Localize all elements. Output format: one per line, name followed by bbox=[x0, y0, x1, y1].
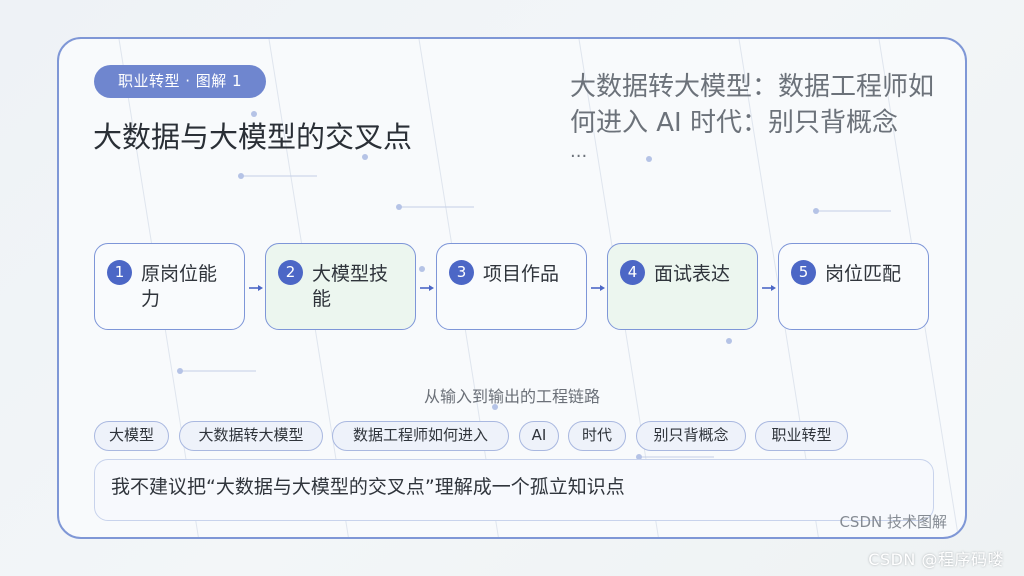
section-badge: 职业转型 · 图解 1 bbox=[94, 65, 266, 98]
step-2: 2 大模型技能 bbox=[265, 243, 416, 330]
step-label: 大模型技能 bbox=[312, 263, 389, 310]
tag-chip[interactable]: 大数据转大模型 bbox=[179, 421, 323, 451]
arrow-right-icon bbox=[420, 285, 434, 291]
step-label: 岗位匹配 bbox=[825, 263, 902, 285]
tag-chip[interactable]: 别只背概念 bbox=[636, 421, 746, 451]
step-label: 面试表达 bbox=[654, 263, 731, 285]
quote-box: 我不建议把“大数据与大模型的交叉点”理解成一个孤立知识点 bbox=[94, 459, 934, 521]
step-number-badge: 5 bbox=[791, 260, 816, 285]
tag-chip[interactable]: AI bbox=[519, 421, 559, 451]
step-label: 原岗位能力 bbox=[141, 263, 218, 310]
tag-chip[interactable]: 大模型 bbox=[94, 421, 169, 451]
step-number-badge: 1 bbox=[107, 260, 132, 285]
tag-chip[interactable]: 时代 bbox=[568, 421, 626, 451]
article-title-text: 大数据转大模型：数据工程师如何进入 AI 时代：别只背概念 bbox=[570, 72, 935, 138]
step-label: 项目作品 bbox=[483, 263, 560, 285]
arrow-right-icon bbox=[762, 285, 776, 291]
step-number-badge: 2 bbox=[278, 260, 303, 285]
step-5: 5 岗位匹配 bbox=[778, 243, 929, 330]
step-number-badge: 3 bbox=[449, 260, 474, 285]
tag-chip[interactable]: 数据工程师如何进入 bbox=[332, 421, 509, 451]
page-title: 大数据与大模型的交叉点 bbox=[93, 120, 413, 154]
step-3: 3 项目作品 bbox=[436, 243, 587, 330]
article-title: 大数据转大模型：数据工程师如何进入 AI 时代：别只背概念 ... bbox=[570, 69, 955, 161]
step-4: 4 面试表达 bbox=[607, 243, 758, 330]
watermark: CSDN @程序码喽 bbox=[868, 550, 1004, 569]
quote-text: 我不建议把“大数据与大模型的交叉点”理解成一个孤立知识点 bbox=[111, 476, 625, 498]
article-title-ellipsis: ... bbox=[570, 141, 588, 162]
step-1: 1 原岗位能力 bbox=[94, 243, 245, 330]
arrow-right-icon bbox=[591, 285, 605, 291]
credit-label: CSDN 技术图解 bbox=[839, 513, 947, 531]
diagram-card: 职业转型 · 图解 1 大数据与大模型的交叉点 大数据转大模型：数据工程师如何进… bbox=[57, 37, 967, 539]
step-number-badge: 4 bbox=[620, 260, 645, 285]
chain-caption: 从输入到输出的工程链路 bbox=[423, 387, 600, 406]
tag-chip[interactable]: 职业转型 bbox=[755, 421, 848, 451]
arrow-right-icon bbox=[249, 285, 263, 291]
